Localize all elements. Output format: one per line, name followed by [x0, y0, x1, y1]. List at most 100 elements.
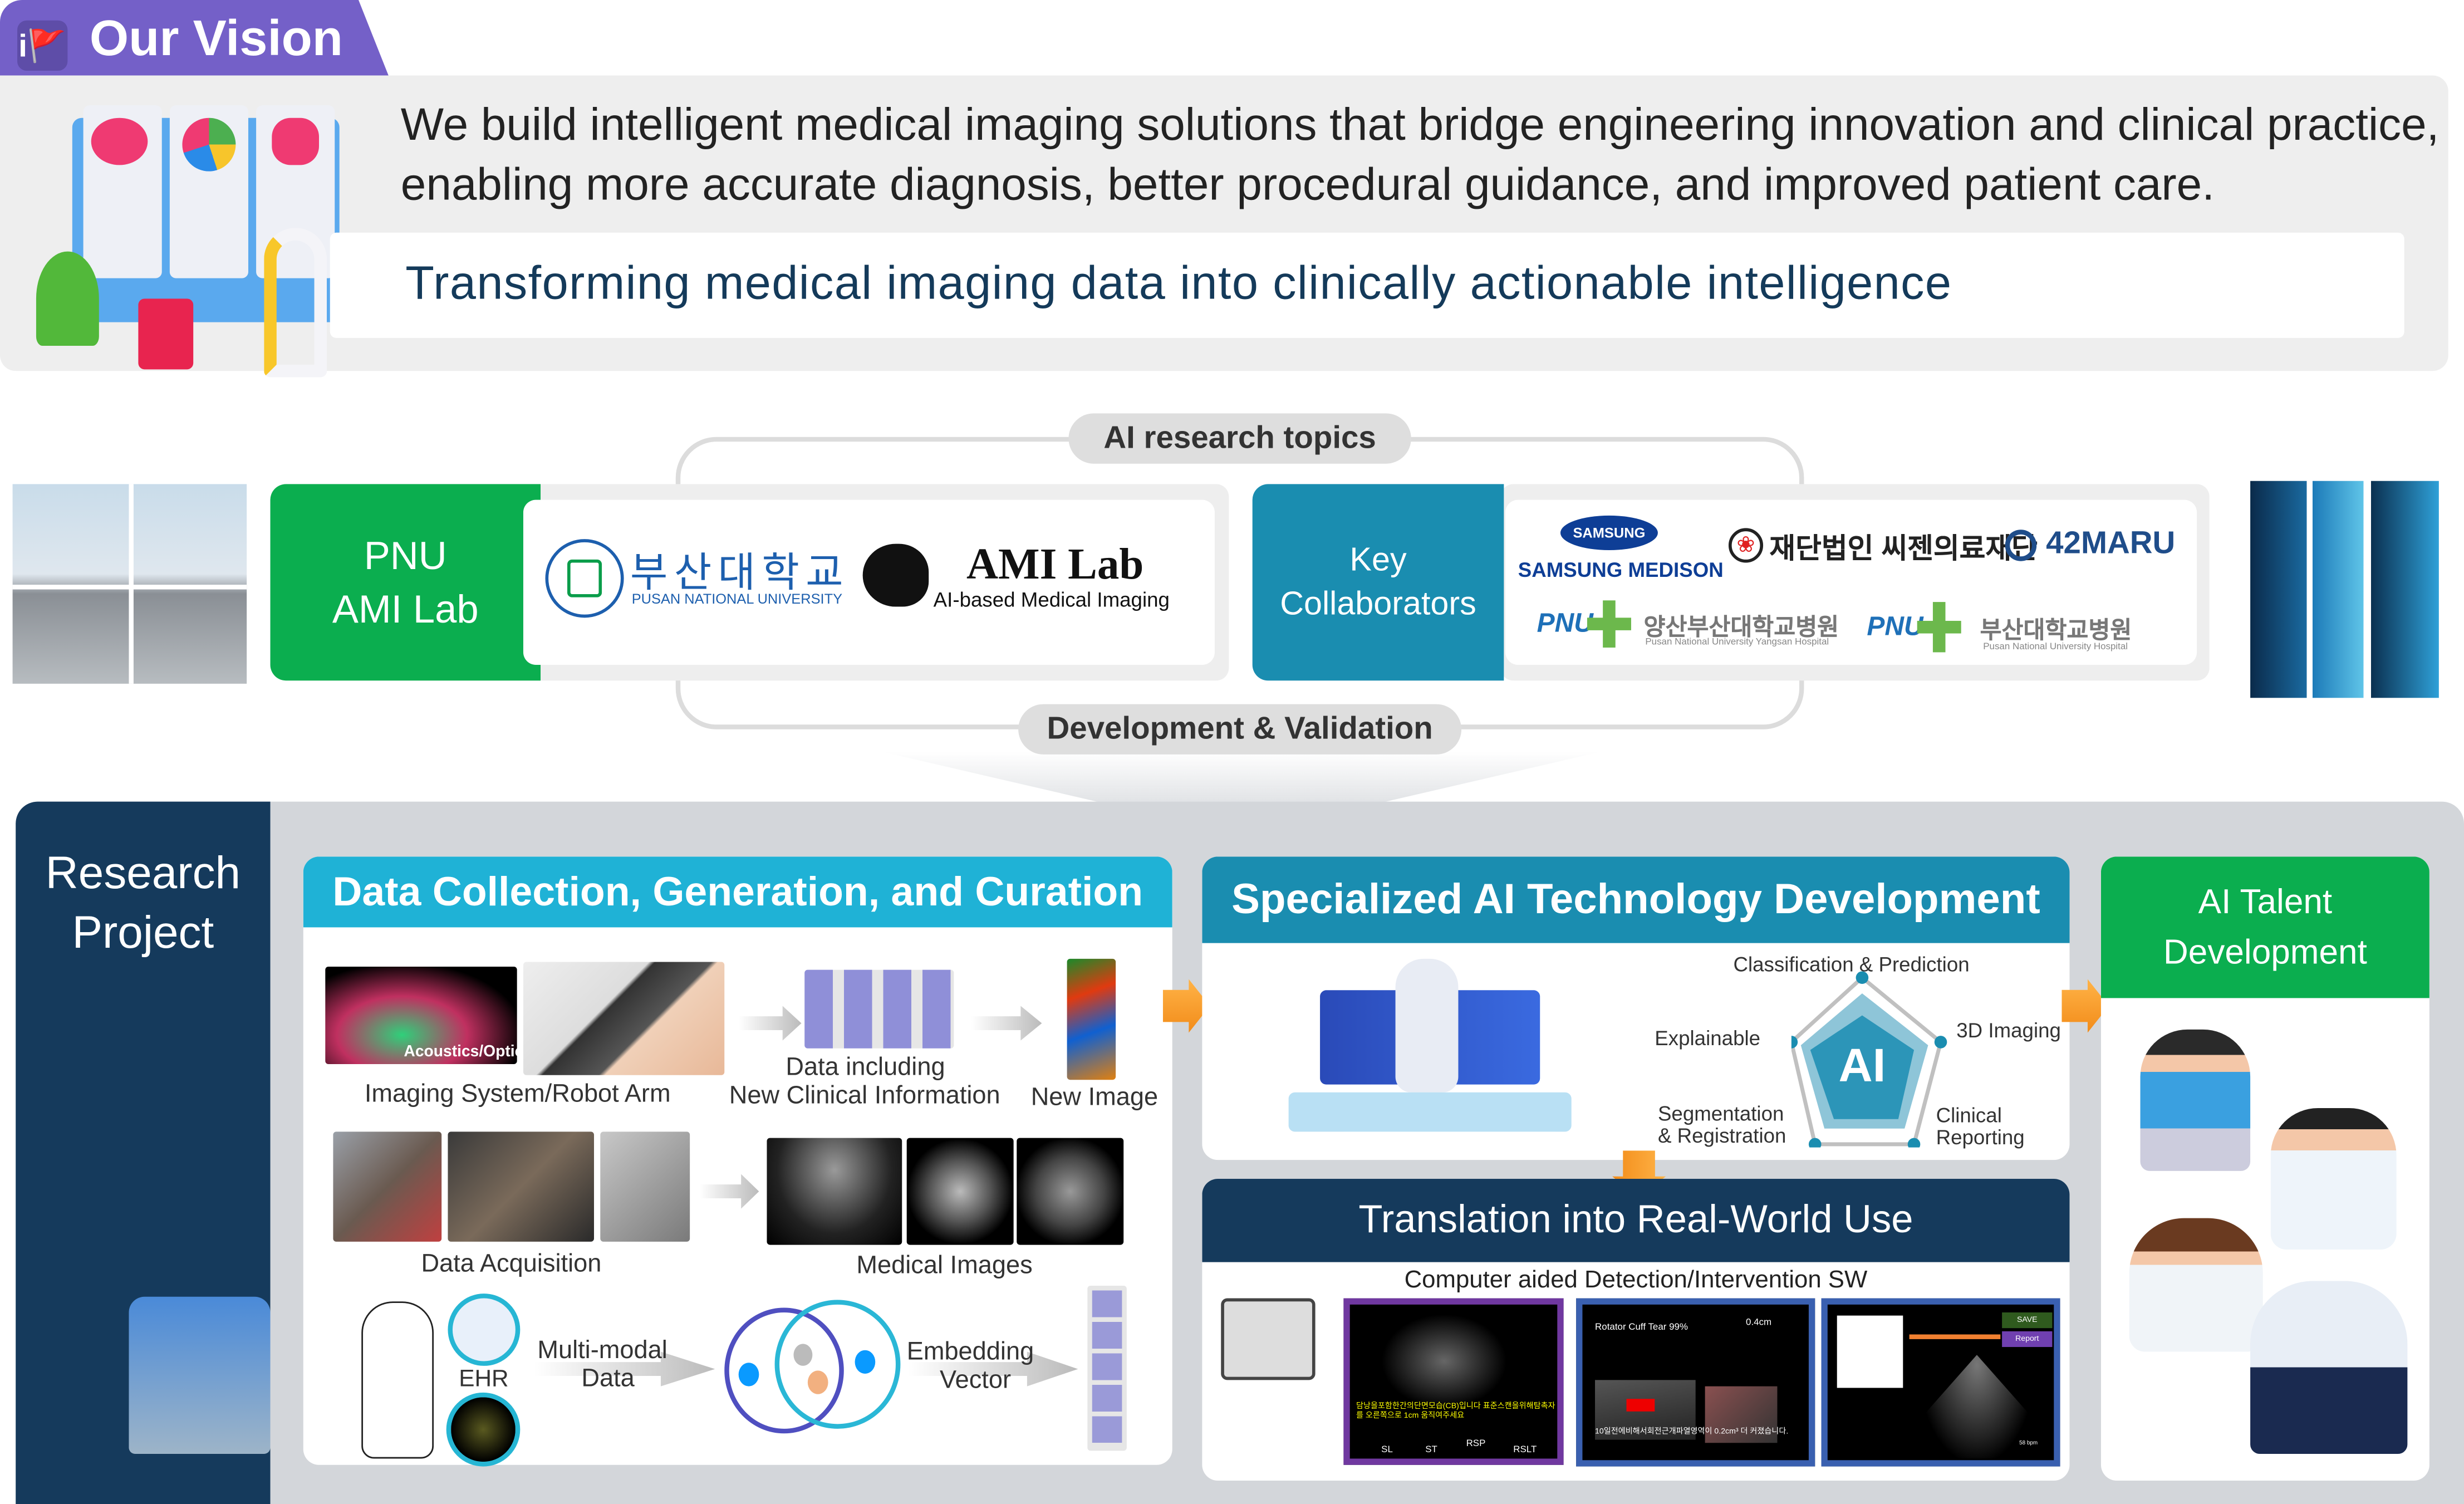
embedding-dot: [855, 1350, 876, 1374]
ai-research-topics-pill: AI research topics: [1068, 413, 1411, 464]
microscope-researcher-illustration: [2129, 1218, 2263, 1352]
lab-logos-card: 부산대학교 PUSAN NATIONAL UNIVERSITY AMI Lab …: [523, 499, 1215, 665]
ai-robot-illustration: [1257, 958, 1595, 1140]
vision-title: Our Vision: [89, 9, 343, 66]
data-acquisition-caption: Data Acquisition: [421, 1251, 602, 1278]
bpm-readout: 58 bpm: [2019, 1439, 2038, 1446]
development-validation-pill: Development & Validation: [1018, 704, 1462, 755]
collab-line2: Collaborators: [1280, 585, 1476, 622]
pnuh-cross-icon: [1587, 600, 1631, 648]
research-title-line1: Research: [45, 849, 241, 899]
axis-segmentation: Segmentation: [1657, 1101, 1784, 1126]
axis-clinical: Clinical: [1936, 1103, 2002, 1127]
embedding-dot: [807, 1370, 828, 1394]
axis-explainable: Explainable: [1655, 1026, 1761, 1050]
medical-dashboard-illustration: [28, 102, 366, 381]
ai-capability-pentagon: [1791, 971, 1947, 1148]
pnu-ami-lab-badge: PNU AMI Lab: [270, 484, 541, 681]
rotator-cuff-screen: Rotator Cuff Tear 99% 0.4cm 10일전에비해서회전근개…: [1576, 1298, 1815, 1467]
lab-equipment-illustration: [129, 1296, 271, 1454]
campus-photo: [12, 484, 247, 684]
ai-talent-title: AI Talent Development: [2100, 856, 2429, 998]
pnuh-mark: PNU: [1867, 611, 1923, 641]
embedding-line1: Embedding: [906, 1339, 1034, 1366]
vision-icon: i🚩: [17, 20, 68, 71]
new-image-thumbnail: [1067, 958, 1116, 1080]
talent-line2: Development: [2163, 932, 2367, 972]
acquisition-photo-1: [333, 1131, 442, 1242]
liver-guide-screen: 담낭을포함한간의단면모습(CB)입니다 표준스캔을위해탐촉자를 오른쪽으로 1c…: [1343, 1298, 1564, 1465]
view-sl: SL: [1381, 1446, 1393, 1456]
ai-center-label: AI: [1838, 1040, 1886, 1093]
researcher-illustration: [2140, 1029, 2251, 1171]
view-st: ST: [1425, 1446, 1437, 1456]
imaging-system-caption: Imaging System/Robot Arm: [364, 1081, 671, 1109]
embedding-vector-icon: [1087, 1285, 1127, 1451]
ami-logo-subtitle: AI-based Medical Imaging: [933, 587, 1170, 612]
ami-brain-icon: [862, 543, 929, 607]
rotator-title: Rotator Cuff Tear 99%: [1595, 1323, 1689, 1333]
research-title-line2: Project: [72, 908, 214, 959]
human-body-outline-icon: [361, 1301, 434, 1459]
ct-image: [906, 1138, 1014, 1245]
translation-subtitle: Computer aided Detection/Intervention SW: [1404, 1267, 1868, 1294]
collab-logos-card: SAMSUNG SAMSUNG MEDISON ❀ 재단법인 씨젠의료재단 42…: [1505, 499, 2197, 665]
vision-tagline: Transforming medical imaging data into c…: [405, 257, 1952, 310]
view-rsp: RSP: [1466, 1439, 1486, 1449]
pnuh-yangsan-mark: PNU: [1537, 608, 1593, 639]
ami-logo-title: AMI Lab: [966, 541, 1144, 590]
multimodal-line2: Data: [581, 1365, 635, 1393]
pnu-seal-logo: [545, 539, 624, 618]
data-including-caption-1: Data including: [786, 1055, 945, 1082]
key-collaborators-badge: Key Collaborators: [1252, 484, 1504, 681]
new-image-caption: New Image: [1030, 1084, 1159, 1111]
report-button[interactable]: Report: [2002, 1331, 2053, 1348]
pnuh-cross-icon: [1917, 602, 1961, 653]
ai-tech-title: Specialized AI Technology Development: [1202, 856, 2070, 943]
lab-name-line1: PNU: [364, 533, 447, 578]
acquisition-photo-2: [448, 1131, 594, 1242]
embedding-dot: [738, 1363, 759, 1387]
medical-images-caption: Medical Images: [856, 1252, 1033, 1280]
save-button[interactable]: SAVE: [2002, 1312, 2053, 1329]
multimodal-line1: Multi-modal: [537, 1338, 667, 1365]
echo-report-screen: SAVE Report 58 bpm: [1821, 1298, 2060, 1467]
medical-tech-photo: [2250, 481, 2439, 698]
talent-line1: AI Talent: [2198, 881, 2333, 922]
lab-name-line2: AMI Lab: [332, 587, 479, 631]
pnuh-text: 부산대학교병원: [1980, 618, 2132, 645]
pnu-logo-english: PUSAN NATIONAL UNIVERSITY: [631, 591, 843, 607]
axis-registration: & Registration: [1657, 1124, 1786, 1148]
seegene-symbol-icon: ❀: [1728, 528, 1764, 563]
robot-chip-illustration: [2250, 1281, 2408, 1454]
vision-tagline-band: Transforming medical imaging data into c…: [330, 232, 2404, 338]
acquisition-photo-3: [600, 1131, 690, 1242]
samsung-medison-text: SAMSUNG MEDISON: [1518, 558, 1724, 582]
collab-line1: Key: [1349, 541, 1407, 578]
axis-classification: Classification & Prediction: [1733, 952, 1970, 976]
embedding-circle-b: [774, 1300, 901, 1429]
genomics-circle-image: [446, 1392, 521, 1467]
research-project-panel: Research Project: [16, 801, 271, 1504]
samsung-logo: SAMSUNG: [1560, 515, 1658, 550]
ehr-label: EHR: [459, 1365, 509, 1393]
mri-image: [1017, 1138, 1124, 1245]
scientist-illustration: [2270, 1108, 2397, 1250]
vision-tab: i🚩 Our Vision: [0, 0, 390, 79]
axis-reporting: Reporting: [1936, 1125, 2025, 1149]
pnuh-yangsan-sub: Pusan National University Yangsan Hospit…: [1645, 638, 1829, 648]
42maru-logo-text: 42MARU: [2046, 526, 2176, 561]
ultrasound-cart-icon: [1221, 1298, 1316, 1380]
axis-3d-imaging: 3D Imaging: [1956, 1018, 2061, 1042]
seegene-logo-text: 재단법인 씨젠의료재단: [1769, 532, 2038, 565]
acoustics-optic-label: Acoustics/Optic: [404, 1044, 524, 1061]
42maru-icon: [2005, 530, 2037, 561]
ultrasound-image: [767, 1138, 902, 1245]
pnuh-sub: Pusan National University Hospital: [1983, 643, 2128, 653]
translation-title: Translation into Real-World Use: [1202, 1179, 2070, 1262]
robot-arm-diagram: [523, 962, 725, 1075]
ai-talent-card: AI Talent Development: [2100, 856, 2429, 1481]
rotator-text: 10일전에비해서회전근개파열영역이 0.2cm³ 더 커졌습니다.: [1595, 1427, 1789, 1437]
rotator-measure: 0.4cm: [1746, 1319, 1772, 1329]
data-including-caption-2: New Clinical Information: [729, 1082, 1000, 1110]
